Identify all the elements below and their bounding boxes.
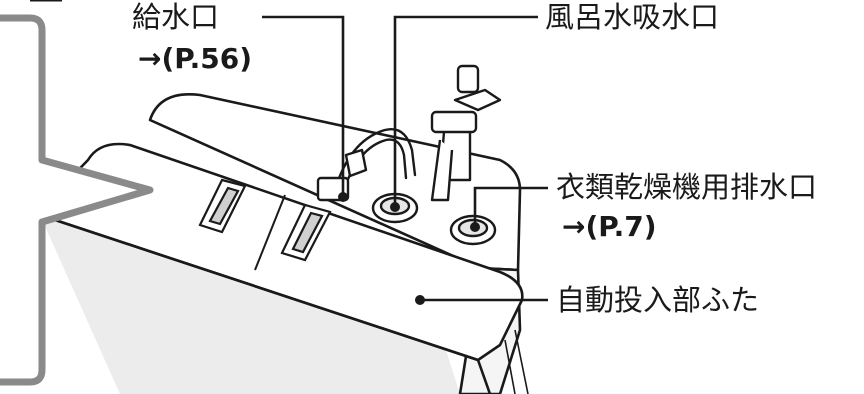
leader-bath-intake	[393, 15, 538, 205]
dryer-drain-outlet-label: 衣類乾燥機用排水口	[556, 170, 818, 204]
body-shadow	[40, 215, 460, 394]
bath-water-intake-label: 風呂水吸水口	[545, 0, 720, 34]
leader-dots	[338, 192, 480, 305]
lid-handle-right	[280, 203, 332, 262]
water-inlet-page-ref: →(P.56)	[138, 42, 253, 75]
callout-bubble	[0, 14, 154, 386]
lid-front-edge	[39, 213, 492, 394]
leader-dryer-drain	[473, 186, 548, 225]
auto-dispenser-lid-label: 自動投入部ふた	[556, 283, 760, 317]
lid-divider	[254, 194, 286, 271]
leader-lines	[262, 15, 548, 302]
water-inlet-hose	[316, 128, 417, 202]
leader-water-inlet	[262, 15, 345, 195]
water-inlet-label: 給水口	[132, 0, 220, 34]
dryer-drain-page-ref: →(P.7)	[562, 210, 657, 243]
lid-side-lines	[504, 329, 529, 394]
lid-handle-left	[198, 178, 247, 234]
faucet	[430, 64, 502, 202]
